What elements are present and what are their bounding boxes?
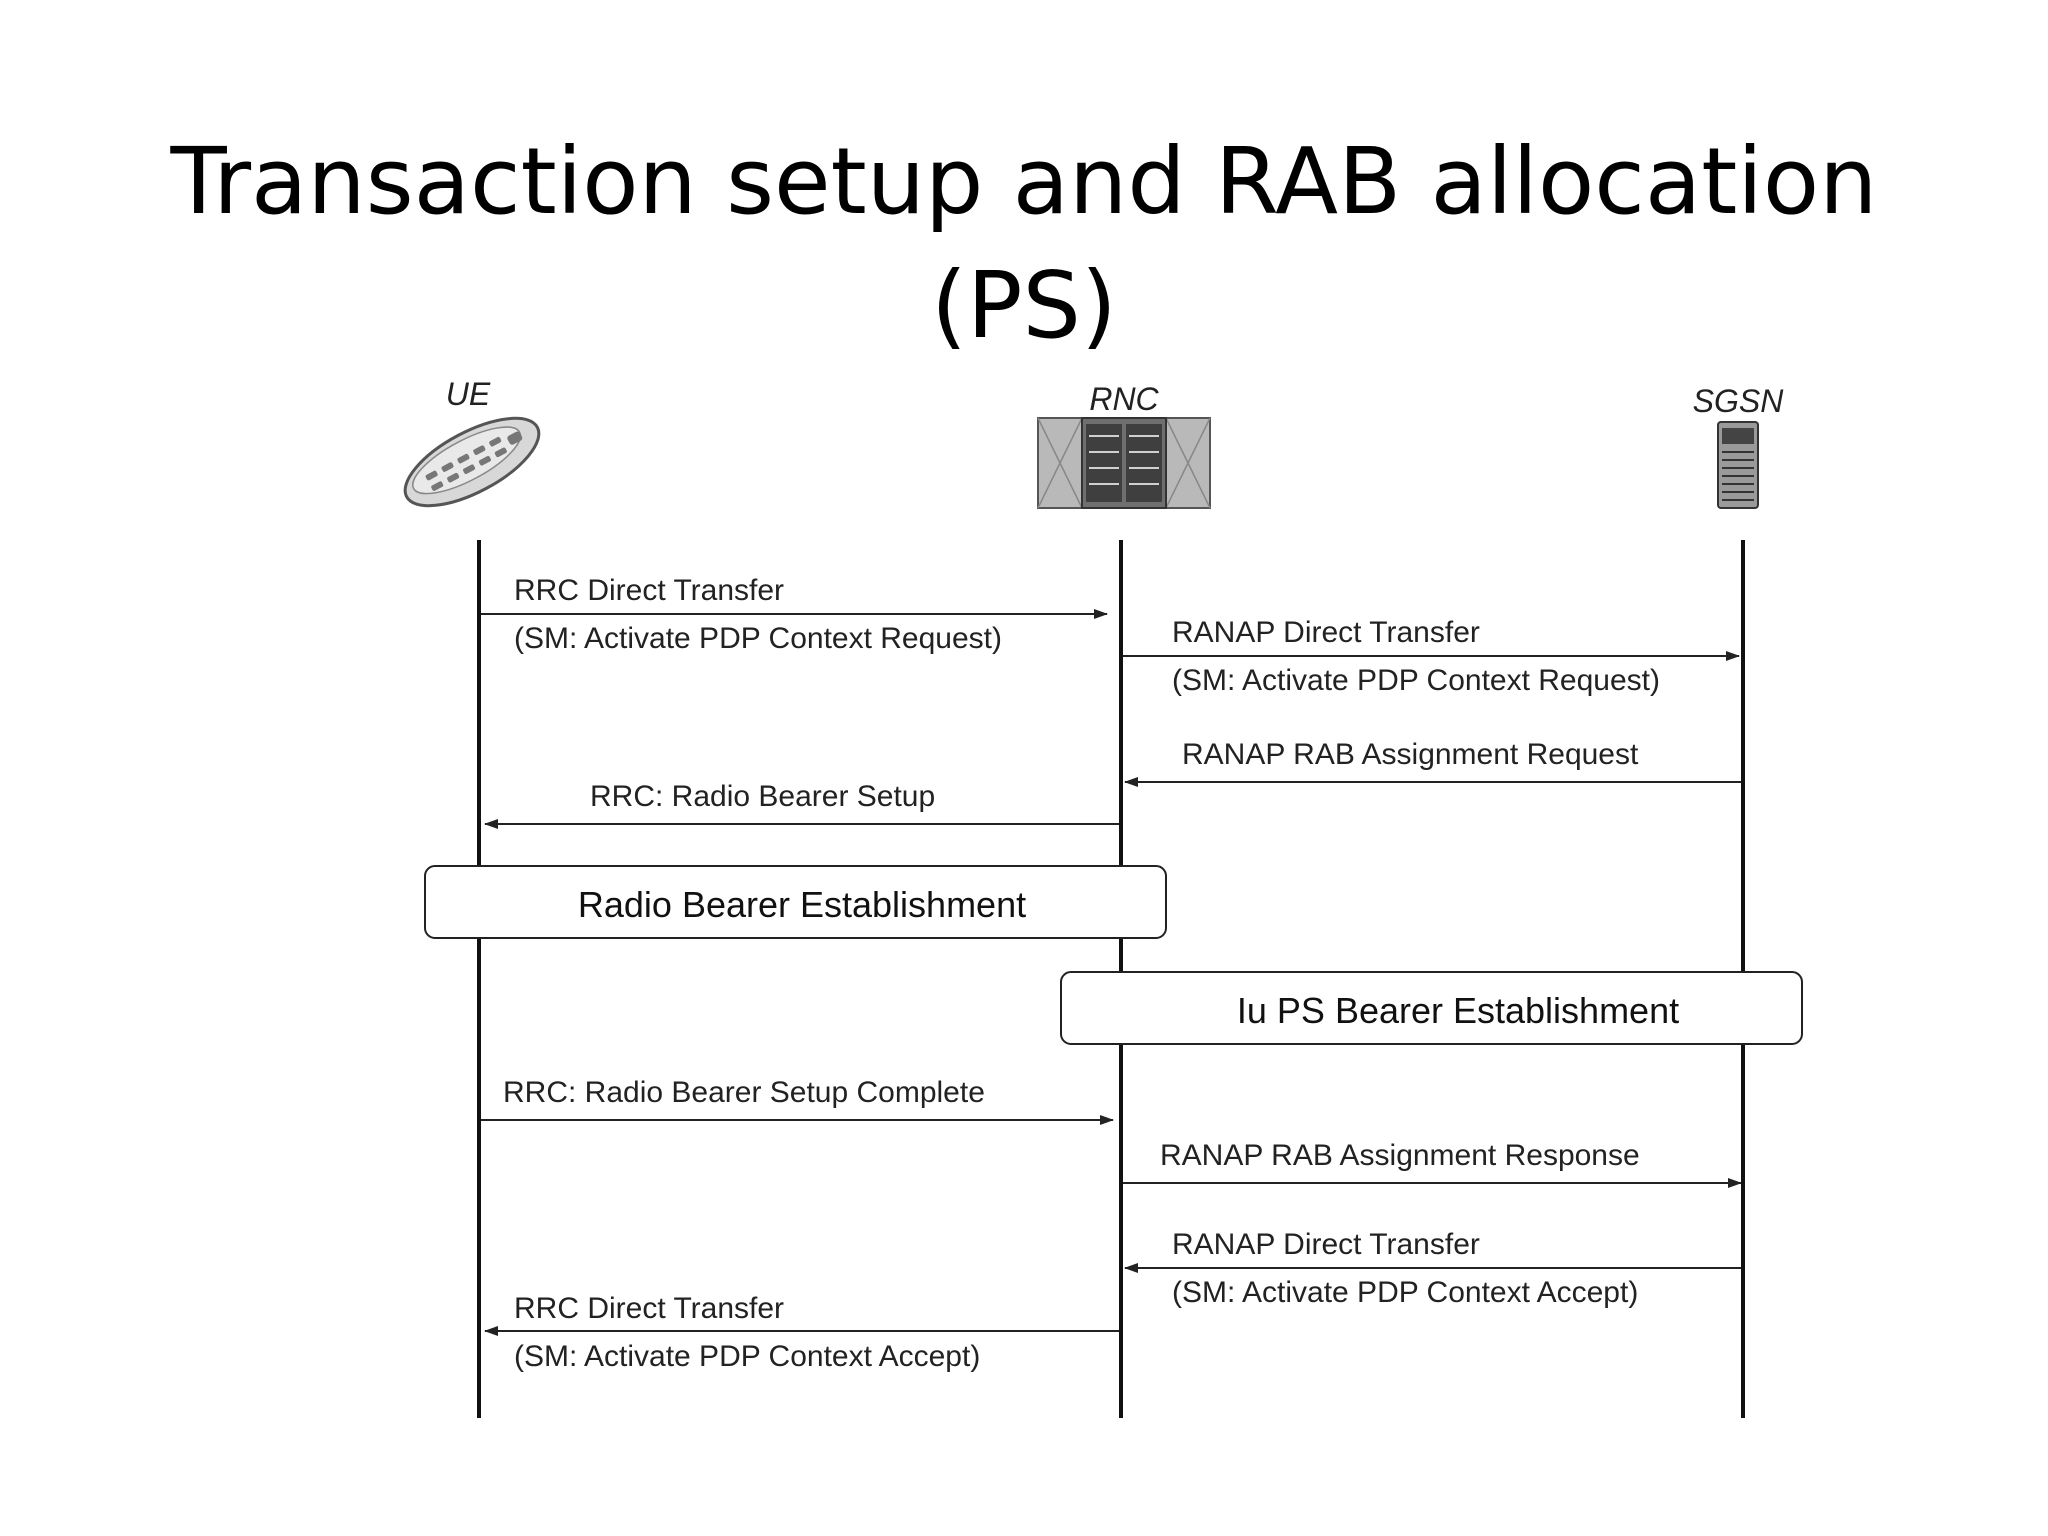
message-ranap-rab-assignment-request: RANAP RAB Assignment Request bbox=[1124, 738, 1741, 787]
message-sublabel: (SM: Activate PDP Context Request) bbox=[1172, 664, 1660, 697]
sgsn-label: SGSN bbox=[1693, 383, 1785, 419]
server-tower-icon bbox=[1717, 421, 1759, 509]
message-ranap-direct-transfer-request: RANAP Direct Transfer (SM: Activate PDP … bbox=[1123, 616, 1740, 697]
message-sublabel: (SM: Activate PDP Context Accept) bbox=[514, 1340, 980, 1373]
message-ranap-direct-transfer-accept: RANAP Direct Transfer (SM: Activate PDP … bbox=[1124, 1228, 1741, 1309]
slide-title-line2: (PS) bbox=[931, 251, 1117, 359]
message-sublabel: (SM: Activate PDP Context Accept) bbox=[1172, 1276, 1638, 1309]
rnc-label: RNC bbox=[1089, 381, 1159, 417]
message-label: RRC Direct Transfer bbox=[514, 1292, 784, 1325]
message-label: RRC: Radio Bearer Setup bbox=[590, 780, 935, 813]
phase-label: Iu PS Bearer Establishment bbox=[1237, 990, 1679, 1031]
message-rrc-direct-transfer-request: RRC Direct Transfer (SM: Activate PDP Co… bbox=[481, 574, 1108, 655]
message-sublabel: (SM: Activate PDP Context Request) bbox=[514, 622, 1002, 655]
slide-title-line1: Transaction setup and RAB allocation bbox=[170, 127, 1878, 235]
message-label: RANAP RAB Assignment Request bbox=[1182, 738, 1639, 771]
ue-label: UE bbox=[446, 376, 491, 412]
phase-label: Radio Bearer Establishment bbox=[578, 884, 1026, 925]
slide-title: Transaction setup and RAB allocation (PS… bbox=[0, 120, 2048, 368]
message-label: RANAP RAB Assignment Response bbox=[1160, 1139, 1640, 1172]
phase-iu-ps-bearer-establishment: Iu PS Bearer Establishment bbox=[1060, 971, 1803, 1045]
message-label: RANAP Direct Transfer bbox=[1172, 616, 1480, 649]
rnc-cabinet-icon bbox=[1037, 417, 1211, 509]
phase-radio-bearer-establishment: Radio Bearer Establishment bbox=[424, 865, 1167, 939]
mobile-phone-icon bbox=[403, 416, 541, 508]
message-rrc-radio-bearer-setup: RRC: Radio Bearer Setup bbox=[484, 780, 1119, 829]
message-label: RRC: Radio Bearer Setup Complete bbox=[503, 1076, 985, 1109]
message-ranap-rab-assignment-response: RANAP RAB Assignment Response bbox=[1123, 1139, 1742, 1188]
message-rrc-direct-transfer-accept: RRC Direct Transfer (SM: Activate PDP Co… bbox=[484, 1292, 1119, 1373]
message-label: RANAP Direct Transfer bbox=[1172, 1228, 1480, 1261]
message-rrc-radio-bearer-setup-complete: RRC: Radio Bearer Setup Complete bbox=[481, 1076, 1114, 1125]
message-label: RRC Direct Transfer bbox=[514, 574, 784, 607]
